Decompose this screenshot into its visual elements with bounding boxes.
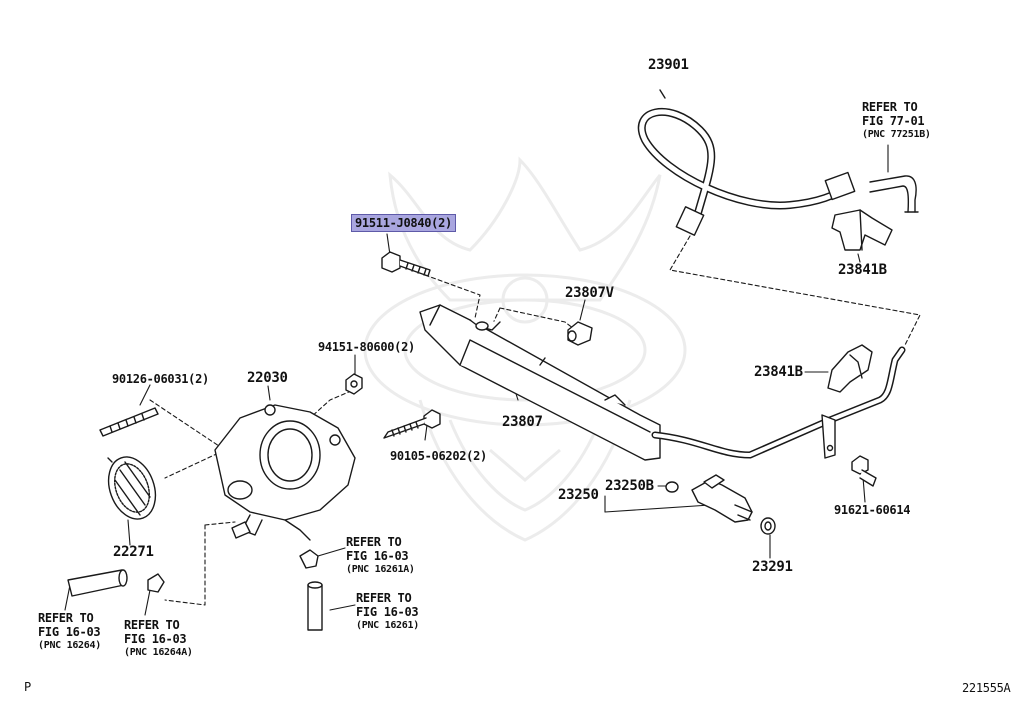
label-23807v: 23807V bbox=[565, 285, 614, 301]
label-22271: 22271 bbox=[113, 544, 154, 560]
hose-16261 bbox=[307, 581, 323, 631]
refer-line1: REFER TO bbox=[862, 100, 918, 114]
diagram-code: 221555A bbox=[962, 681, 1011, 695]
label-23291: 23291 bbox=[752, 559, 793, 575]
label-23250: 23250 bbox=[558, 487, 599, 503]
refer-line2: FIG 16-03 bbox=[38, 625, 101, 639]
stud-90126 bbox=[99, 407, 159, 437]
throttle-body-22030 bbox=[214, 404, 356, 541]
label-23841b-mid: 23841B bbox=[754, 364, 803, 380]
label-91511-highlighted[interactable]: 91511-J0840(2) bbox=[351, 214, 456, 232]
refer-line1: REFER TO bbox=[356, 591, 412, 605]
pipe-stub-77 bbox=[869, 175, 919, 213]
fitting-16261a bbox=[299, 549, 319, 569]
label-23901: 23901 bbox=[648, 57, 689, 73]
refer-line2: FIG 16-03 bbox=[124, 632, 187, 646]
cushion-23807v bbox=[567, 321, 593, 346]
label-23807: 23807 bbox=[502, 414, 543, 430]
refer-line1: REFER TO bbox=[124, 618, 180, 632]
refer-line2: FIG 16-03 bbox=[356, 605, 419, 619]
label-91621: 91621-60614 bbox=[834, 503, 911, 517]
refer-fig-16-03-16264: REFER TO FIG 16-03 (PNC 16264) bbox=[38, 611, 101, 653]
refer-line2: FIG 77-01 bbox=[862, 114, 925, 128]
refer-line1: REFER TO bbox=[38, 611, 94, 625]
refer-pnc: (PNC 16261) bbox=[356, 620, 419, 631]
clamp-23841b-mid bbox=[827, 344, 873, 393]
label-94151: 94151-80600(2) bbox=[318, 340, 415, 354]
refer-line2: FIG 16-03 bbox=[346, 549, 409, 563]
refer-fig-16-03-16261: REFER TO FIG 16-03 (PNC 16261) bbox=[356, 591, 419, 633]
refer-pnc: (PNC 77251B) bbox=[862, 129, 931, 140]
refer-pnc: (PNC 16261A) bbox=[346, 564, 415, 575]
hose-16264 bbox=[67, 569, 128, 597]
insulator-23291 bbox=[760, 517, 776, 535]
label-90105: 90105-06202(2) bbox=[390, 449, 487, 463]
label-23841b-top: 23841B bbox=[838, 262, 887, 278]
nut-94151 bbox=[345, 373, 363, 395]
refer-fig-16-03-16261a: REFER TO FIG 16-03 (PNC 16261A) bbox=[346, 535, 415, 577]
bolt-91621 bbox=[851, 455, 877, 487]
footer-left-mark: P bbox=[24, 680, 31, 694]
bolt-90105 bbox=[383, 409, 441, 439]
refer-line1: REFER TO bbox=[346, 535, 402, 549]
refer-fig-16-03-16264a: REFER TO FIG 16-03 (PNC 16264A) bbox=[124, 618, 193, 660]
bolt-91511 bbox=[381, 251, 431, 277]
refer-pnc: (PNC 16264) bbox=[38, 640, 101, 651]
fuel-rail-23807 bbox=[419, 304, 661, 461]
fuel-hose-23901 bbox=[637, 89, 856, 236]
leader-solid bbox=[64, 144, 889, 616]
label-90126: 90126-06031(2) bbox=[112, 372, 209, 386]
injector-23250 bbox=[665, 474, 753, 523]
watermark-emblem bbox=[363, 156, 687, 542]
refer-fig-77-01: REFER TO FIG 77-01 (PNC 77251B) bbox=[862, 100, 931, 142]
label-23250b: 23250B bbox=[605, 478, 654, 494]
label-22030: 22030 bbox=[247, 370, 288, 386]
clamp-23841b-top bbox=[831, 209, 893, 251]
refer-pnc: (PNC 16264A) bbox=[124, 647, 193, 658]
clip-16264a bbox=[147, 573, 165, 593]
gasket-22271 bbox=[107, 456, 157, 520]
fuel-pipe bbox=[651, 346, 906, 459]
